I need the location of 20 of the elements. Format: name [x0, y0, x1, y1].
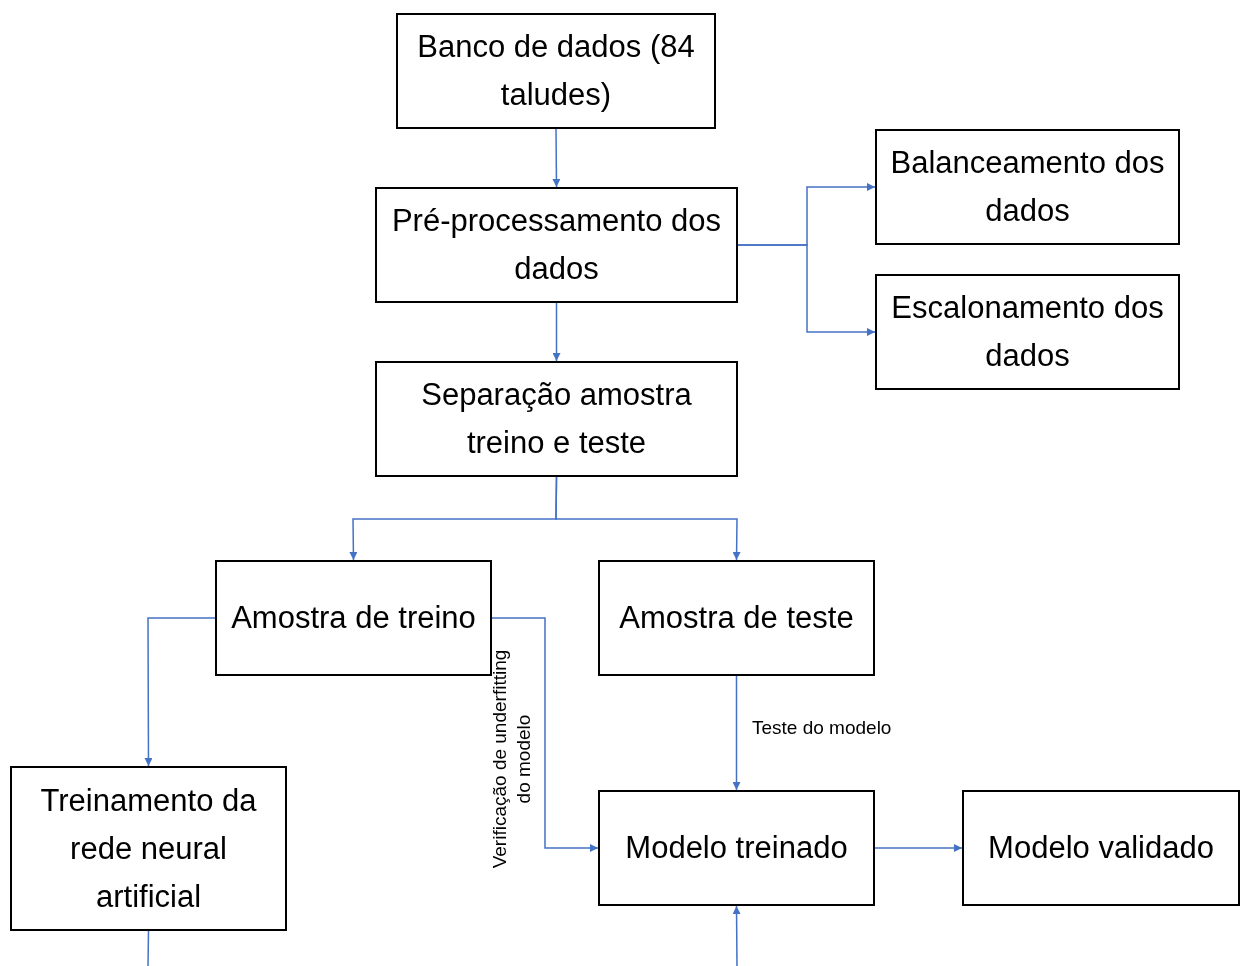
process-box: Modelo validado — [962, 790, 1240, 906]
process-box: Pré-processamento dos dados — [375, 187, 738, 303]
process-box: Banco de dados (84 taludes) — [396, 13, 716, 129]
arrow — [737, 244, 876, 336]
arrow — [144, 617, 216, 767]
process-box: Escalonamento dos dados — [875, 274, 1180, 390]
arrow — [552, 128, 561, 188]
process-box: Balanceamento dos dados — [875, 129, 1180, 245]
process-box: Amostra de teste — [598, 560, 875, 676]
process-box: Amostra de treino — [215, 560, 492, 676]
edge-label: Teste do modelo — [752, 716, 892, 740]
process-box: Separação amostra treino e teste — [375, 361, 738, 477]
arrow — [732, 905, 741, 966]
arrow — [732, 675, 741, 791]
process-box: Treinamento da rede neural artificial — [10, 766, 287, 931]
arrow — [555, 476, 741, 561]
process-box: Modelo treinado — [598, 790, 875, 906]
arrow — [491, 617, 599, 852]
arrow — [874, 844, 963, 852]
arrow — [552, 302, 561, 362]
